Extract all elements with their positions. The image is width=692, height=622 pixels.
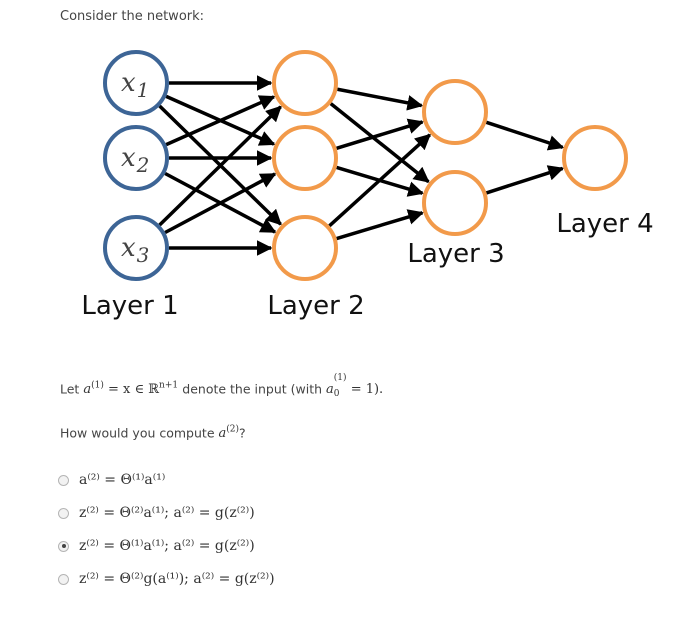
connection-edges (158, 75, 565, 256)
node-layer1-1 (103, 50, 169, 116)
node-layer2-3 (272, 215, 338, 281)
input-description: Let a(1) = x ∈ ℝn+1 denote the input (wi… (60, 373, 384, 399)
desc-dim-superscript: n+1 (159, 381, 179, 391)
question-a-symbol: a (218, 426, 227, 442)
layer-labels: Layer 1 Layer 2 Layer 3 Layer 4 (81, 209, 653, 321)
desc-a-symbol: a (83, 382, 92, 398)
question-a-superscript: (2) (226, 425, 240, 435)
desc-prefix: Let (60, 381, 80, 397)
desc-middle: denote the input (with (182, 381, 323, 397)
edge-l3n2-l4n1 (485, 165, 565, 195)
option-3[interactable]: z⁽²⁾ = Θ⁽¹⁾a⁽¹⁾; a⁽²⁾ = g(z⁽²⁾) (58, 532, 275, 560)
desc-a0-symbol: a (326, 382, 334, 398)
node-layer3-2 (422, 170, 488, 236)
desc-end: = 1). (350, 382, 384, 398)
node-layer3-1 (422, 79, 488, 145)
option-3-radio[interactable] (58, 540, 69, 552)
node-layer2-2 (272, 125, 338, 191)
edge-l1n2-l2n1 (165, 95, 276, 147)
intro-text: Consider the network: (60, 9, 205, 24)
question-mark: ? (239, 425, 246, 441)
option-4-radio[interactable] (58, 573, 69, 585)
option-1-formula: a⁽²⁾ = Θ⁽¹⁾a⁽¹⁾ (79, 472, 166, 488)
edge-l2n3-l3n2 (336, 209, 424, 241)
edge-l1n3-l2n2 (164, 172, 277, 235)
edge-l3n1-l4n1 (485, 120, 565, 151)
option-2-formula: z⁽²⁾ = Θ⁽²⁾a⁽¹⁾; a⁽²⁾ = g(z⁽²⁾) (79, 505, 255, 521)
option-1-radio[interactable] (58, 474, 69, 486)
desc-equals-x: = x ∈ ℝ (107, 382, 160, 398)
edge-l2n3-l3n1 (328, 133, 431, 228)
layer-3-label: Layer 3 (407, 239, 504, 269)
node-layer1-3 (103, 215, 169, 281)
option-4-formula: z⁽²⁾ = Θ⁽²⁾g(a⁽¹⁾); a⁽²⁾ = g(z⁽²⁾) (79, 571, 275, 587)
node-layer1-2 (103, 125, 169, 191)
node-layer4-1 (562, 125, 628, 191)
desc-a0-subscript: 0 (333, 389, 340, 399)
option-3-formula: z⁽²⁾ = Θ⁽¹⁾a⁽¹⁾; a⁽²⁾ = g(z⁽²⁾) (79, 538, 255, 554)
question-text: How would you compute a(2)? (60, 425, 246, 441)
desc-a0-superscript: (1) (333, 373, 347, 383)
edge-l2n1-l3n1 (337, 87, 424, 111)
option-2[interactable]: z⁽²⁾ = Θ⁽²⁾a⁽¹⁾; a⁽²⁾ = g(z⁽²⁾) (58, 499, 275, 527)
option-2-radio[interactable] (58, 507, 69, 519)
option-4[interactable]: z⁽²⁾ = Θ⁽²⁾g(a⁽¹⁾); a⁽²⁾ = g(z⁽²⁾) (58, 565, 275, 593)
node-layer2-1 (272, 50, 338, 116)
layer-1-label: Layer 1 (81, 291, 178, 321)
node-label-x1: x1 (121, 68, 149, 102)
edge-l2n1-l3n2 (329, 102, 430, 184)
edge-l1n3-l2n1 (158, 105, 282, 227)
answer-options: a⁽²⁾ = Θ⁽¹⁾a⁽¹⁾ z⁽²⁾ = Θ⁽²⁾a⁽¹⁾; a⁽²⁾ = … (58, 466, 275, 598)
desc-a-superscript: (1) (91, 381, 104, 391)
question-prefix: How would you compute (60, 425, 215, 441)
layer-4-label: Layer 4 (556, 209, 653, 239)
option-1[interactable]: a⁽²⁾ = Θ⁽¹⁾a⁽¹⁾ (58, 466, 275, 494)
edge-l2n2-l3n1 (336, 118, 424, 150)
layer-2-label: Layer 2 (267, 291, 364, 321)
